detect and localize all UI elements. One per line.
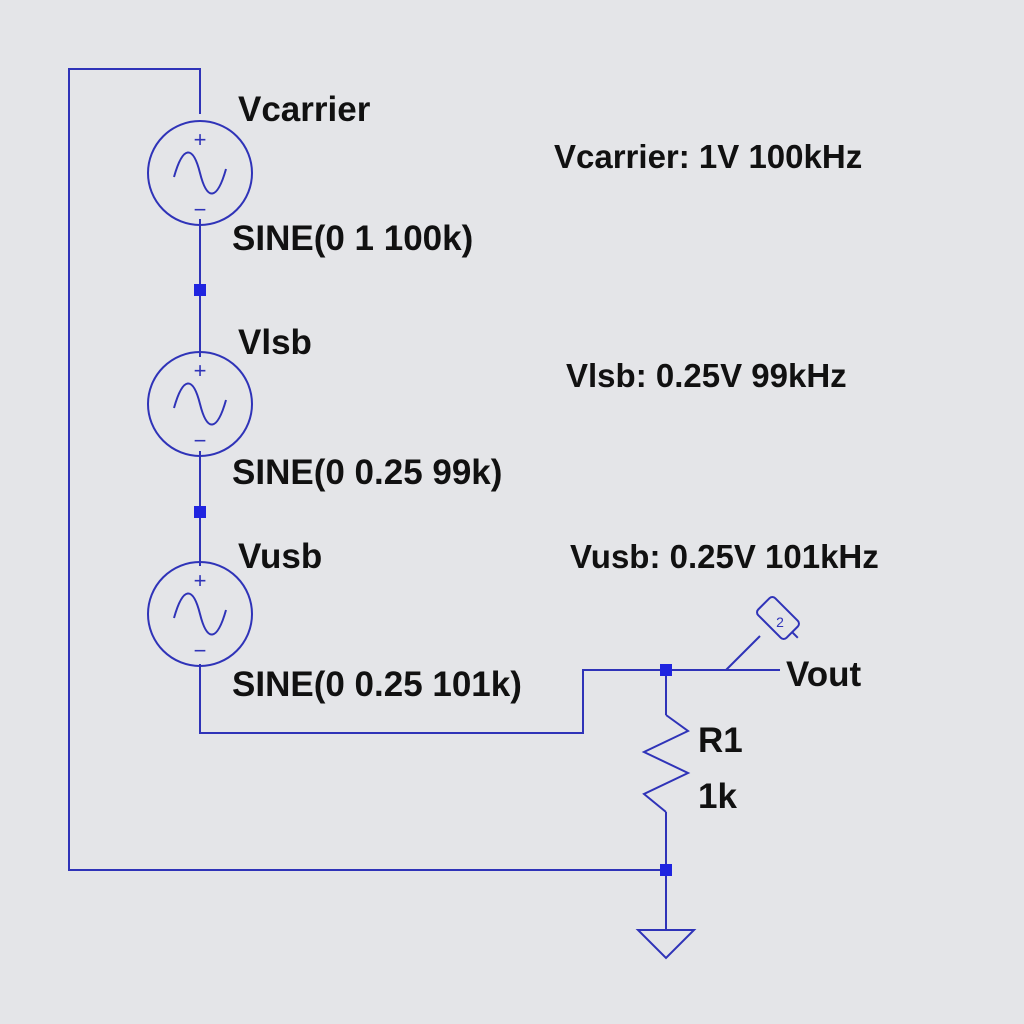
- junctions: [194, 284, 672, 876]
- plus-sign: +: [194, 358, 207, 383]
- net-label-vout[interactable]: Vout: [786, 655, 862, 694]
- sine-wave-icon: [173, 382, 227, 426]
- note-vcarrier: Vcarrier: 1V 100kHz: [554, 138, 862, 175]
- plus-sign: +: [194, 568, 207, 593]
- junction-dot: [660, 864, 672, 876]
- source-value-label: SINE(0 1 100k): [232, 219, 473, 258]
- voltage-source-vcarrier[interactable]: + − Vcarrier SINE(0 1 100k): [147, 90, 473, 258]
- resistor-icon: [641, 714, 691, 813]
- sine-source-icon: [147, 561, 253, 667]
- source-name-label: Vlsb: [238, 323, 312, 362]
- junction-dot: [194, 506, 206, 518]
- probe-marker: 2: [776, 614, 784, 630]
- voltage-source-vusb[interactable]: + − Vusb SINE(0 0.25 101k): [147, 537, 522, 704]
- minus-sign: −: [194, 428, 207, 453]
- source-name-label: Vcarrier: [238, 90, 371, 129]
- junction-dot: [194, 284, 206, 296]
- source-name-label: Vusb: [238, 537, 322, 576]
- minus-sign: −: [194, 638, 207, 663]
- sine-source-icon: [147, 351, 253, 457]
- note-vlsb: Vlsb: 0.25V 99kHz: [566, 357, 847, 394]
- sine-source-icon: [147, 120, 253, 226]
- probe-lead: [725, 635, 761, 671]
- junction-dot: [660, 664, 672, 676]
- wires: [68, 68, 780, 930]
- sine-wave-icon: [173, 151, 227, 195]
- source-value-label: SINE(0 0.25 99k): [232, 453, 502, 492]
- resistor-value-label: 1k: [698, 777, 737, 816]
- voltage-probe[interactable]: 2: [725, 595, 806, 671]
- ground-icon[interactable]: [635, 929, 697, 960]
- resistor-r1[interactable]: R1 1k: [641, 714, 743, 816]
- probe-tip: [791, 631, 799, 639]
- minus-sign: −: [194, 197, 207, 222]
- wire-loop-left: [68, 68, 666, 871]
- source-value-label: SINE(0 0.25 101k): [232, 665, 522, 704]
- sine-wave-icon: [173, 592, 227, 636]
- plus-sign: +: [194, 127, 207, 152]
- resistor-name-label: R1: [698, 721, 743, 760]
- wire-vusb-out: [199, 664, 666, 734]
- note-vusb: Vusb: 0.25V 101kHz: [570, 538, 879, 575]
- voltage-source-vlsb[interactable]: + − Vlsb SINE(0 0.25 99k): [147, 323, 502, 492]
